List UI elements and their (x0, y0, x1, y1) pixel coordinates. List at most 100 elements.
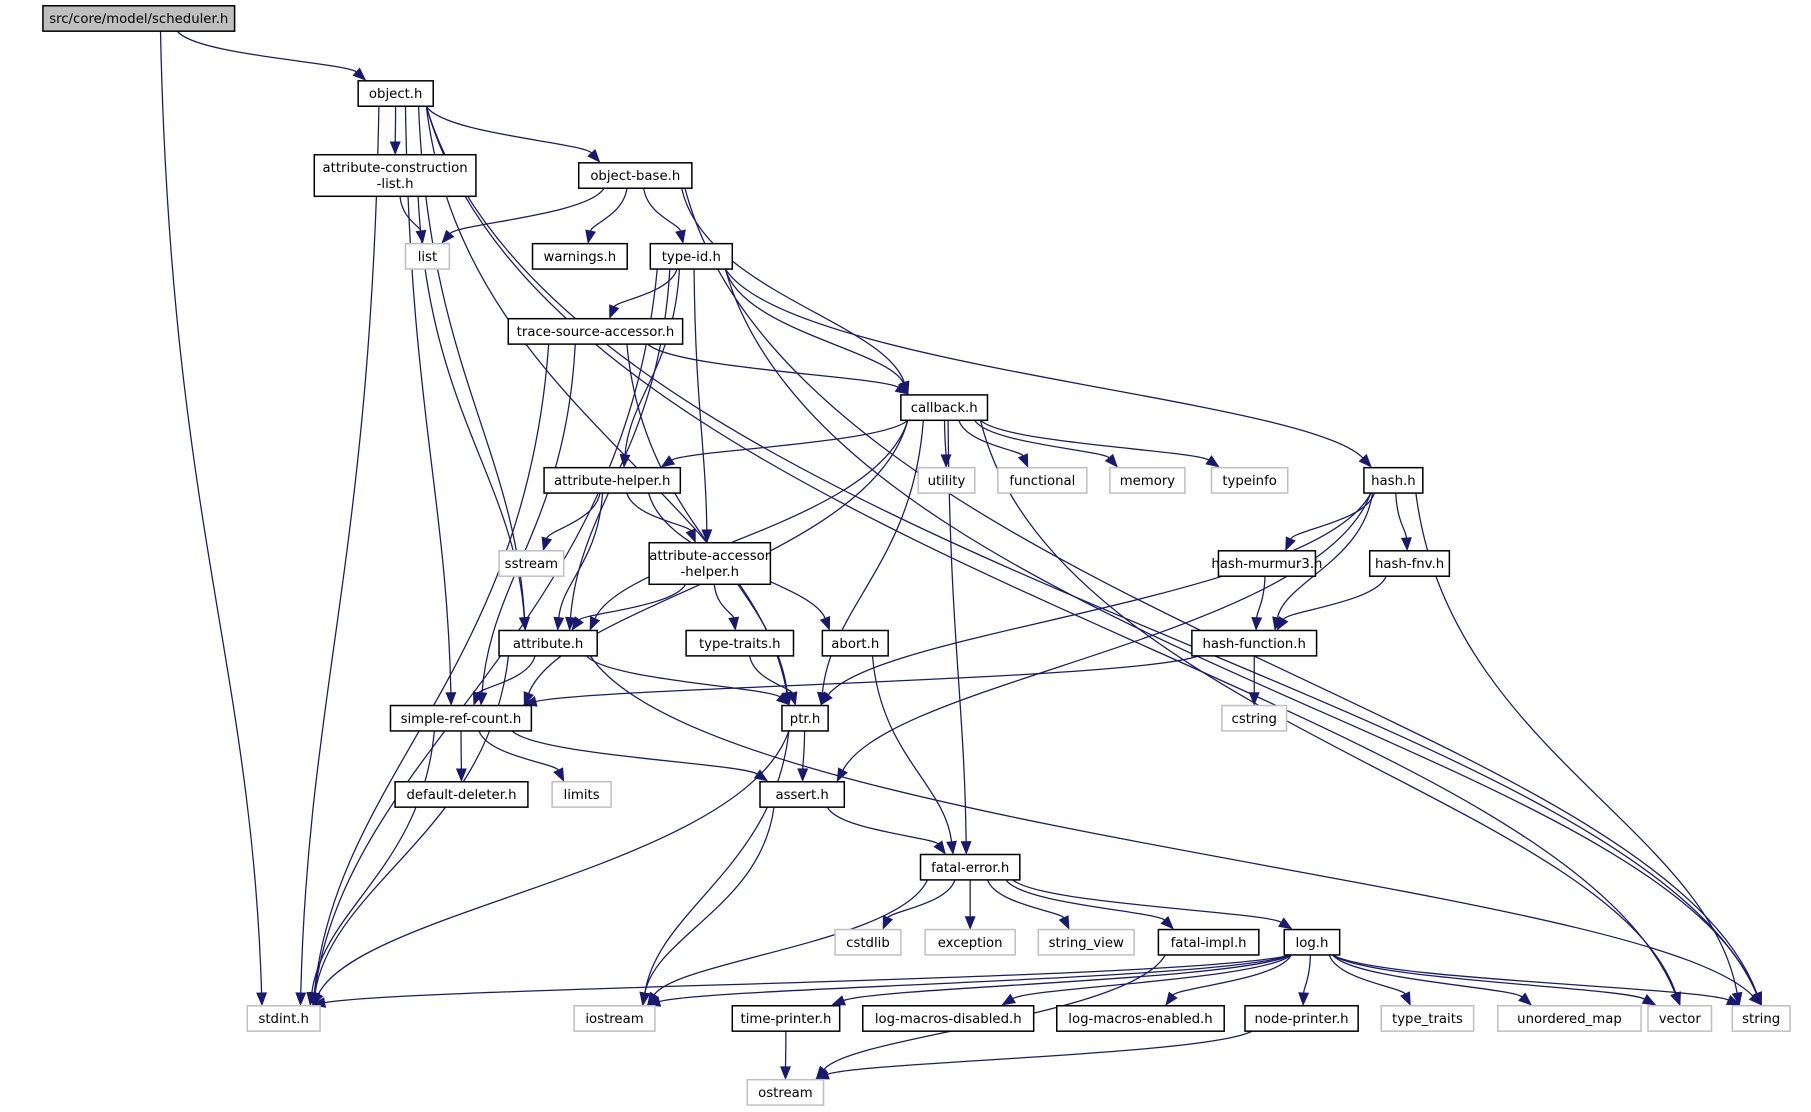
node-lmd[interactable]: log-macros-disabled.h (862, 1005, 1035, 1032)
edge-line (578, 583, 687, 621)
edge-assert-to-iostream (639, 807, 775, 1007)
edge-line (974, 419, 1110, 459)
edge-log-to-nodeprinter (1298, 954, 1312, 1007)
node-assert[interactable]: assert.h (759, 780, 846, 808)
edge-log-to-unordered_map (1332, 954, 1533, 1006)
arrowhead-icon (1731, 991, 1743, 1007)
arrowhead-icon (1205, 455, 1220, 468)
edge-line (653, 879, 929, 996)
node-warnings[interactable]: warnings.h (531, 242, 628, 270)
arrowhead-icon (1276, 616, 1289, 631)
edge-line (1012, 879, 1282, 923)
arrowhead-icon (352, 67, 367, 81)
node-timeprinter[interactable]: time-printer.h (731, 1005, 841, 1032)
edge-log-to-iostream (646, 954, 1292, 1007)
arrowhead-icon (701, 529, 713, 544)
node-objectbase[interactable]: object-base.h (577, 162, 693, 189)
node-ptr[interactable]: ptr.h (781, 704, 829, 732)
arrowhead-icon (1165, 991, 1178, 1006)
edge-log-to-vector (1332, 954, 1657, 1006)
node-abort[interactable]: abort.h (821, 629, 889, 657)
edge-attribute-to-ptr (586, 655, 791, 706)
edge-line (481, 344, 576, 693)
node-list: list (404, 242, 451, 270)
edge-line (943, 420, 947, 455)
arrowhead-icon (964, 916, 976, 930)
node-scheduler[interactable]: src/core/model/scheduler.h (42, 5, 236, 32)
edge-line (1276, 492, 1374, 619)
arrowhead-icon (1248, 692, 1260, 706)
node-label: sstream (505, 557, 558, 572)
node-fatalimpl[interactable]: fatal-impl.h (1157, 928, 1260, 956)
edge-line (1415, 492, 1738, 994)
node-box (389, 704, 533, 732)
node-box (900, 394, 989, 422)
node-box (357, 80, 434, 107)
node-log[interactable]: log.h (1283, 928, 1341, 956)
node-object[interactable]: object.h (357, 80, 434, 107)
arrowhead-icon (441, 229, 455, 244)
node-box (507, 317, 684, 345)
node-attrconst[interactable]: attribute-construction-list.h (313, 153, 477, 198)
node-murmur[interactable]: hash-murmur3.h (1211, 550, 1322, 577)
edge-attracc-to-typetraits (713, 584, 740, 631)
node-lme[interactable]: log-macros-enabled.h (1056, 1005, 1225, 1032)
edge-callback-to-functional (958, 420, 1029, 468)
node-typeid[interactable]: type-id.h (649, 242, 734, 270)
node-label: simple-ref-count.h (401, 712, 522, 727)
arrowhead-icon (933, 840, 946, 855)
node-stdint: stdint.h (246, 1005, 321, 1032)
edge-scheduler-to-object (176, 30, 367, 81)
arrowhead-icon (675, 229, 686, 245)
node-iostream: iostream (573, 1005, 656, 1032)
node-attrhelper[interactable]: attribute-helper.h (543, 466, 682, 494)
edge-hashfunc-to-src (522, 655, 1200, 707)
node-typetraits[interactable]: type-traits.h (685, 629, 795, 657)
node-nodeprinter[interactable]: node-printer.h (1244, 1005, 1359, 1032)
edge-line (1256, 576, 1266, 618)
edge-murmur-to-hashfunc (1251, 576, 1266, 631)
arrowhead-icon (1277, 917, 1293, 930)
node-defdel[interactable]: default-deleter.h (394, 780, 529, 808)
edge-line (589, 655, 1754, 997)
node-label: -helper.h (681, 565, 739, 580)
arrowhead-icon (960, 841, 972, 855)
node-label: list (418, 250, 437, 265)
edge-line (317, 730, 790, 995)
arrowhead-icon (728, 616, 740, 631)
node-fatalerror[interactable]: fatal-error.h (919, 853, 1021, 881)
edge-src-to-assert (511, 730, 769, 782)
node-tsa[interactable]: trace-source-accessor.h (507, 317, 684, 345)
node-callback[interactable]: callback.h (900, 394, 989, 422)
node-box (531, 242, 628, 270)
node-hash[interactable]: hash.h (1363, 466, 1424, 494)
edge-line (425, 106, 788, 694)
edge-line (478, 730, 560, 771)
edge-assert-to-fatalerror (826, 806, 946, 855)
edge-line (626, 492, 692, 532)
edge-object-to-stdint (295, 106, 380, 1007)
node-attribute[interactable]: attribute.h (498, 629, 598, 657)
node-label: string_view (1049, 936, 1124, 951)
edge-line (449, 187, 605, 235)
node-box (685, 629, 795, 657)
node-label: assert.h (775, 788, 828, 803)
node-src[interactable]: simple-ref-count.h (389, 704, 533, 732)
node-box (821, 629, 889, 657)
arrowhead-icon (1160, 915, 1174, 930)
node-box (498, 550, 565, 577)
arrowhead-icon (753, 769, 769, 782)
edge-line (314, 268, 658, 994)
node-functional: functional (997, 466, 1088, 494)
node-attracc[interactable]: attribute-accessor-helper.h (648, 541, 772, 586)
node-label: memory (1120, 474, 1176, 489)
edge-line (958, 420, 1024, 457)
node-label: -list.h (377, 177, 414, 192)
node-box (1731, 1005, 1791, 1032)
node-hashfunc[interactable]: hash-function.h (1191, 629, 1318, 657)
node-string: string (1731, 1005, 1791, 1032)
edge-log-to-type_traits (1328, 954, 1411, 1007)
arrowhead-icon (1017, 453, 1029, 468)
node-fnv[interactable]: hash-fnv.h (1368, 550, 1451, 577)
node-label: attribute-helper.h (554, 474, 670, 489)
